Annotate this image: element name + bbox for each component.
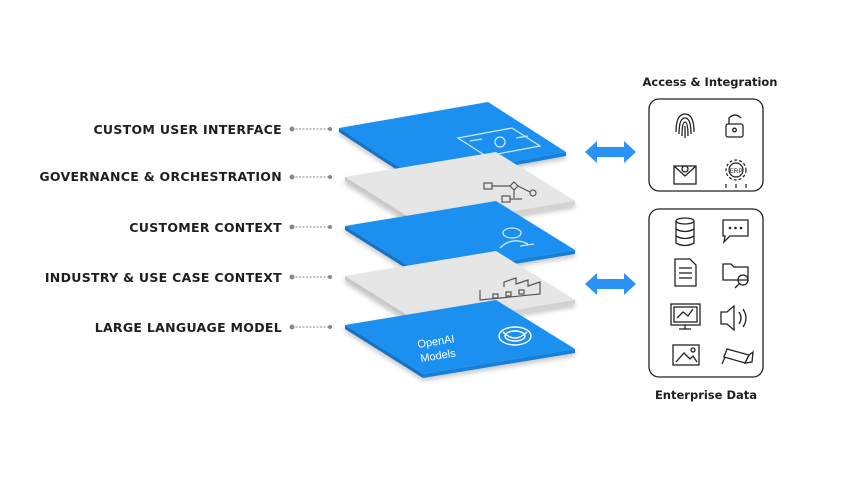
folder-search-icon — [722, 263, 749, 289]
layer-label-custom-ui: CUSTOM USER INTERFACE — [93, 122, 282, 137]
data-panel-title: Enterprise Data — [654, 388, 758, 402]
layer-llm — [345, 300, 575, 378]
layer-label-governance: GOVERNANCE & ORCHESTRATION — [39, 169, 282, 184]
openai-logo-icon — [498, 326, 532, 346]
speaker-icon — [720, 304, 747, 332]
flow-diagram-icon — [483, 181, 537, 203]
access-panel — [648, 98, 764, 192]
chat-dots — [728, 226, 743, 230]
padlock-icon — [725, 114, 744, 138]
llm-badge-line1: OpenAI — [417, 333, 456, 351]
layer-label-customer-context: CUSTOMER CONTEXT — [129, 220, 282, 235]
layer-label-llm: LARGE LANGUAGE MODEL — [94, 320, 282, 335]
data-panel — [648, 208, 764, 378]
arrow-enterprise-data — [585, 273, 636, 295]
email-icon — [673, 165, 697, 185]
chat-bubble-icon — [722, 219, 749, 244]
database-icon — [675, 217, 695, 247]
customer-person-icon — [499, 227, 535, 249]
factory-icon — [479, 277, 541, 301]
label-connectors — [289, 126, 332, 330]
document-icon — [674, 258, 697, 287]
camera-icon — [721, 348, 754, 365]
access-panel-title: Access & Integration — [642, 75, 778, 89]
layer-label-industry-context: INDUSTRY & USE CASE CONTEXT — [44, 270, 282, 285]
arrow-access-integration — [585, 141, 636, 163]
monitor-chart-icon — [670, 303, 701, 330]
llm-badge-line2: Models — [420, 347, 457, 364]
erp-gear-icon — [725, 159, 747, 188]
ui-window-icon — [456, 127, 542, 157]
image-icon — [672, 344, 700, 366]
erp-label: ERP — [729, 168, 742, 175]
fingerprint-icon — [675, 113, 695, 138]
